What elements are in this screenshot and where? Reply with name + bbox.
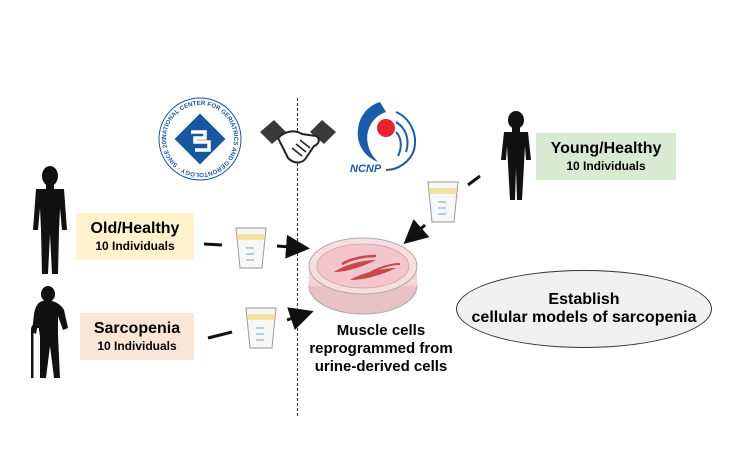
- dish-caption: Muscle cells reprogrammed from urine-der…: [296, 322, 466, 376]
- svg-text:NCNP: NCNP: [350, 163, 382, 175]
- group-title: Old/Healthy: [90, 220, 180, 237]
- person-cane-icon: [30, 286, 68, 378]
- urine-cup-icon: [245, 307, 277, 349]
- arrow-young-tail: [467, 174, 481, 187]
- group-box-sarcopenia: Sarcopenia 10 Individuals: [80, 313, 194, 360]
- arrow-old-tail: [203, 242, 223, 247]
- group-title: Sarcopenia: [93, 320, 181, 337]
- arrow-young-head: [403, 219, 430, 244]
- group-count: 10 Individuals: [95, 239, 175, 254]
- handshake-icon: [260, 120, 336, 164]
- arrow-sarcopenia-tail: [207, 330, 233, 340]
- petri-dish-icon: [308, 237, 418, 315]
- goal-ellipse: Establish cellular models of sarcopenia: [456, 270, 712, 348]
- person-old-icon: [33, 166, 67, 274]
- ncnp-logo-icon: NCNP: [350, 102, 416, 175]
- group-count: 10 Individuals: [566, 159, 646, 174]
- arrow-sarcopenia-head: [286, 307, 314, 331]
- group-box-old: Old/Healthy 10 Individuals: [76, 213, 194, 260]
- caption-line: reprogrammed from: [309, 340, 453, 357]
- group-title: Young/Healthy: [550, 140, 662, 157]
- goal-line: Establish: [548, 290, 620, 308]
- urine-cup-icon: [235, 227, 267, 269]
- urine-cup-icon: [427, 181, 459, 223]
- caption-line: Muscle cells: [336, 322, 426, 339]
- goal-line: cellular models of sarcopenia: [471, 309, 697, 326]
- arrow-old-head: [276, 234, 310, 259]
- person-young-icon: [501, 111, 531, 200]
- ncgg-logo-icon: NATIONAL CENTER FOR GERIATRICS AND GERON…: [157, 96, 242, 181]
- caption-line: urine-derived cells: [314, 358, 448, 375]
- group-count: 10 Individuals: [97, 339, 177, 354]
- group-box-young: Young/Healthy 10 Individuals: [536, 133, 676, 180]
